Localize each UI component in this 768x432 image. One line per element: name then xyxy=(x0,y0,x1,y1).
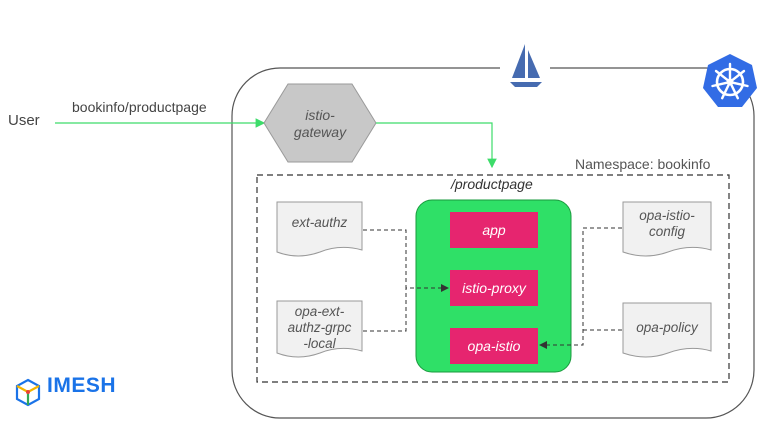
ext-authz-label: ext-authz xyxy=(291,215,348,230)
app-label: app xyxy=(482,222,506,238)
brand-name: IMESH xyxy=(47,374,117,397)
gateway-label: istio- gateway xyxy=(288,107,352,141)
istio-proxy-container[interactable] xyxy=(450,270,538,306)
opa-istio-config-line2: config xyxy=(648,224,686,239)
gateway-label-line1: istio- xyxy=(305,107,335,123)
imesh-logo-icon xyxy=(15,378,41,407)
opa-istio-config-label: opa-istio- config xyxy=(623,208,711,240)
request-path-label: bookinfo/productpage xyxy=(72,99,207,115)
opa-ext-authz-to-proxy-connector xyxy=(363,288,407,332)
opa-istio-config-line1: opa-istio- xyxy=(639,208,695,223)
opa-policy-config-doc[interactable] xyxy=(622,302,712,358)
opa-ext-authz-label: opa-ext- authz-grpc -local xyxy=(277,304,362,352)
app-container[interactable] xyxy=(450,212,538,248)
opa-ext-authz-line1: opa-ext- xyxy=(294,304,345,319)
namespace-boundary xyxy=(256,174,730,383)
cluster-boundary xyxy=(231,67,755,419)
ext-authz-config-doc[interactable] xyxy=(276,201,363,257)
opa-istio-container[interactable] xyxy=(450,328,538,364)
gateway-label-line2: gateway xyxy=(293,124,347,140)
gateway-to-productpage-arrow xyxy=(376,122,497,169)
opa-ext-authz-line2: authz-grpc xyxy=(287,320,352,335)
ext-authz-to-proxy-connector xyxy=(363,229,449,292)
istio-proxy-label: istio-proxy xyxy=(462,280,526,296)
opa-istio-config-to-opa-connector xyxy=(539,227,622,349)
user-label: User xyxy=(8,112,40,129)
namespace-label: Namespace: bookinfo xyxy=(575,156,711,172)
imesh-brand: IMESH xyxy=(14,374,116,398)
opa-istio-label: opa-istio xyxy=(467,338,521,354)
istio-sail-icon xyxy=(500,44,550,88)
opa-ext-authz-grpc-local-config-doc[interactable] xyxy=(276,300,363,358)
opa-ext-authz-line3: -local xyxy=(303,336,336,351)
opa-istio-config-doc[interactable] xyxy=(622,201,712,257)
route-label: /productpage xyxy=(451,176,533,192)
opa-policy-label: opa-policy xyxy=(636,320,698,335)
kubernetes-helm-icon xyxy=(703,54,757,107)
